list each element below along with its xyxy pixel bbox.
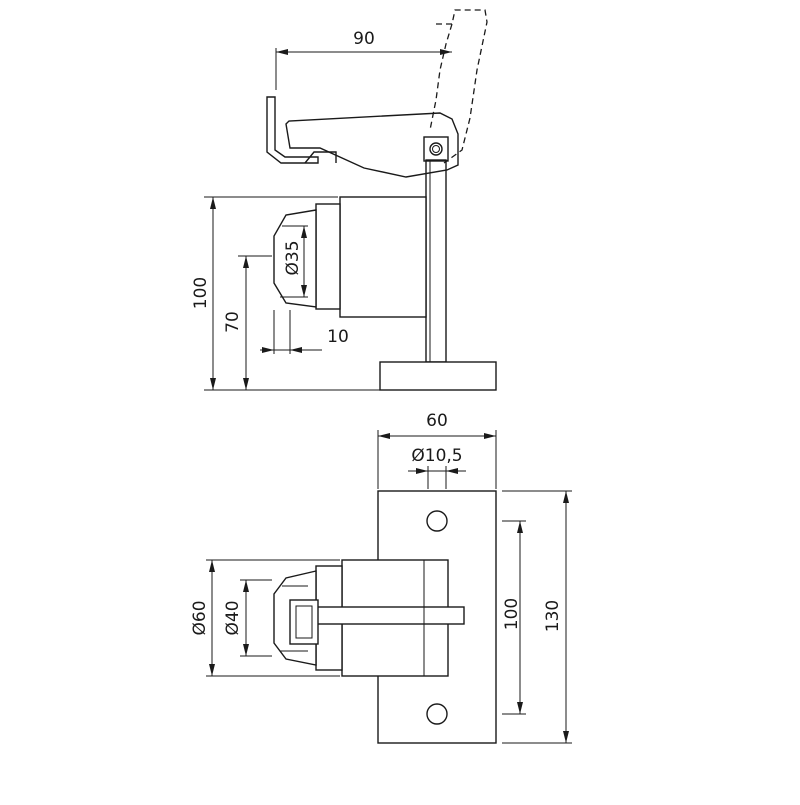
mounting-hole-bottom bbox=[426, 703, 448, 725]
lever-bar-top bbox=[295, 606, 465, 625]
lever-open-outline bbox=[429, 9, 488, 164]
dim-side-height: 100 bbox=[191, 277, 211, 309]
side-view: 90 100 70 10 Ø35 bbox=[191, 9, 497, 391]
dim-hole-diameter: Ø10,5 bbox=[411, 446, 462, 466]
hook-tip bbox=[304, 151, 337, 164]
dim-side-offset: 10 bbox=[327, 327, 349, 347]
hook bbox=[266, 96, 319, 164]
mounting-hole-top bbox=[426, 510, 448, 532]
dim-hole-spacing: 100 bbox=[502, 598, 522, 630]
body-side bbox=[339, 196, 427, 318]
lever bbox=[285, 112, 459, 178]
lever-pivot-inner bbox=[432, 145, 440, 153]
lever-pin-box bbox=[423, 136, 449, 162]
dim-plate-width: 60 bbox=[426, 411, 448, 431]
base-plate-side bbox=[379, 361, 497, 391]
dim-body-diameter: Ø60 bbox=[190, 600, 210, 635]
dimension-lines-top bbox=[206, 430, 572, 744]
lever-pivot bbox=[429, 142, 443, 156]
dim-side-pad-diameter: Ø35 bbox=[283, 240, 303, 275]
top-view: 60 Ø10,5 100 130 Ø60 Ø40 bbox=[190, 411, 572, 744]
body-collar-side bbox=[315, 203, 341, 310]
hook-top bbox=[289, 599, 319, 645]
post bbox=[425, 159, 447, 363]
dim-pad-diameter: Ø40 bbox=[223, 600, 243, 635]
dimension-lines-side bbox=[204, 48, 452, 391]
dim-plate-height: 130 bbox=[543, 600, 563, 632]
dim-lever-reach: 90 bbox=[353, 29, 375, 49]
dim-side-center-height: 70 bbox=[223, 311, 243, 333]
